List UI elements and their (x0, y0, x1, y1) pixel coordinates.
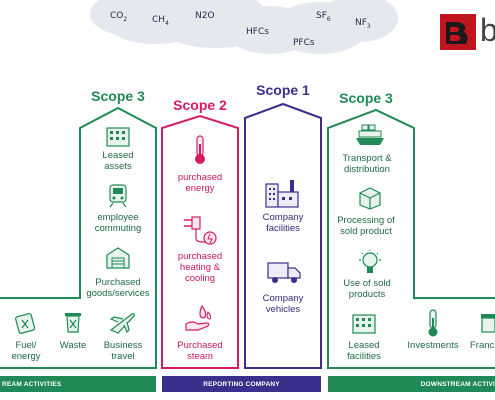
label-fuel-energy: Fuel/ energy (11, 340, 41, 362)
upstream-activities-bar: REAM ACTIVITIES (0, 376, 156, 392)
building-icon (106, 127, 130, 147)
label-company-vehicles: Company vehicles (262, 293, 304, 315)
label-leased-facilities: Leased facilities (347, 340, 381, 362)
airplane-icon (109, 313, 135, 334)
label-employee-commuting: employee commuting (94, 212, 142, 234)
label-use-of-sold-products: Use of sold products (343, 278, 391, 300)
label-processing-sold-product: Processing of sold product (337, 215, 395, 237)
reporting-company-bar: REPORTING COMPANY (162, 376, 321, 392)
scope1-title: Scope 1 (256, 82, 310, 98)
label-waste: Waste (59, 340, 87, 351)
greenhouse-gas-cloud (90, 0, 398, 54)
label-purchased-steam: Purchased steam (177, 340, 223, 362)
warehouse-icon (106, 247, 130, 269)
label-company-facilities: Company facilities (262, 212, 304, 234)
ship-icon (356, 124, 384, 145)
gas-pfcs: PFCs (293, 38, 315, 48)
label-purchased-energy: purchased energy (177, 172, 223, 194)
label-purchased-goods: Purchased goods/services (86, 277, 150, 299)
truck-icon (267, 262, 301, 283)
trash-icon (65, 313, 81, 333)
gas-n2o: N2O (195, 11, 215, 21)
gas-nf3: NF3 (355, 18, 371, 30)
gas-hfcs: HFCs (246, 27, 269, 37)
lightbulb-icon (359, 250, 381, 273)
fuel-icon (15, 313, 36, 334)
label-business-travel: Business travel (103, 340, 143, 362)
gas-ch4: CH4 (152, 15, 169, 27)
train-icon (109, 184, 127, 208)
logo-mark-icon (440, 14, 476, 50)
thermometer-icon (195, 135, 205, 164)
label-purchased-heating: purchased heating & cooling (177, 251, 223, 284)
downstream-scope3-title: Scope 3 (339, 90, 393, 106)
downstream-activities-label: DOWNSTREAM ACTIVI (420, 380, 495, 388)
box-icon (359, 187, 381, 210)
gas-co2: CO2 (110, 11, 128, 23)
label-franchises: Franc (470, 340, 495, 351)
label-investments: Investments (407, 340, 459, 351)
label-transport-distribution: Transport & distribution (342, 153, 392, 175)
plug-icon (184, 216, 217, 245)
investments-thermometer-icon (428, 309, 438, 337)
franchise-store-icon (481, 314, 495, 333)
gas-sf6: SF6 (316, 11, 331, 23)
scope2-title: Scope 2 (173, 97, 227, 113)
downstream-activities-bar: DOWNSTREAM ACTIVI (328, 376, 495, 392)
reporting-company-label: REPORTING COMPANY (203, 380, 280, 388)
factory-icon (265, 180, 299, 208)
logo-text: b (480, 12, 495, 48)
upstream-scope3-title: Scope 3 (91, 88, 145, 104)
steam-icon (185, 304, 212, 331)
leased-building-icon (352, 314, 376, 334)
company-logo: b (440, 12, 495, 50)
label-leased-assets: Leased assets (102, 150, 134, 172)
upstream-activities-label: REAM ACTIVITIES (2, 380, 62, 388)
